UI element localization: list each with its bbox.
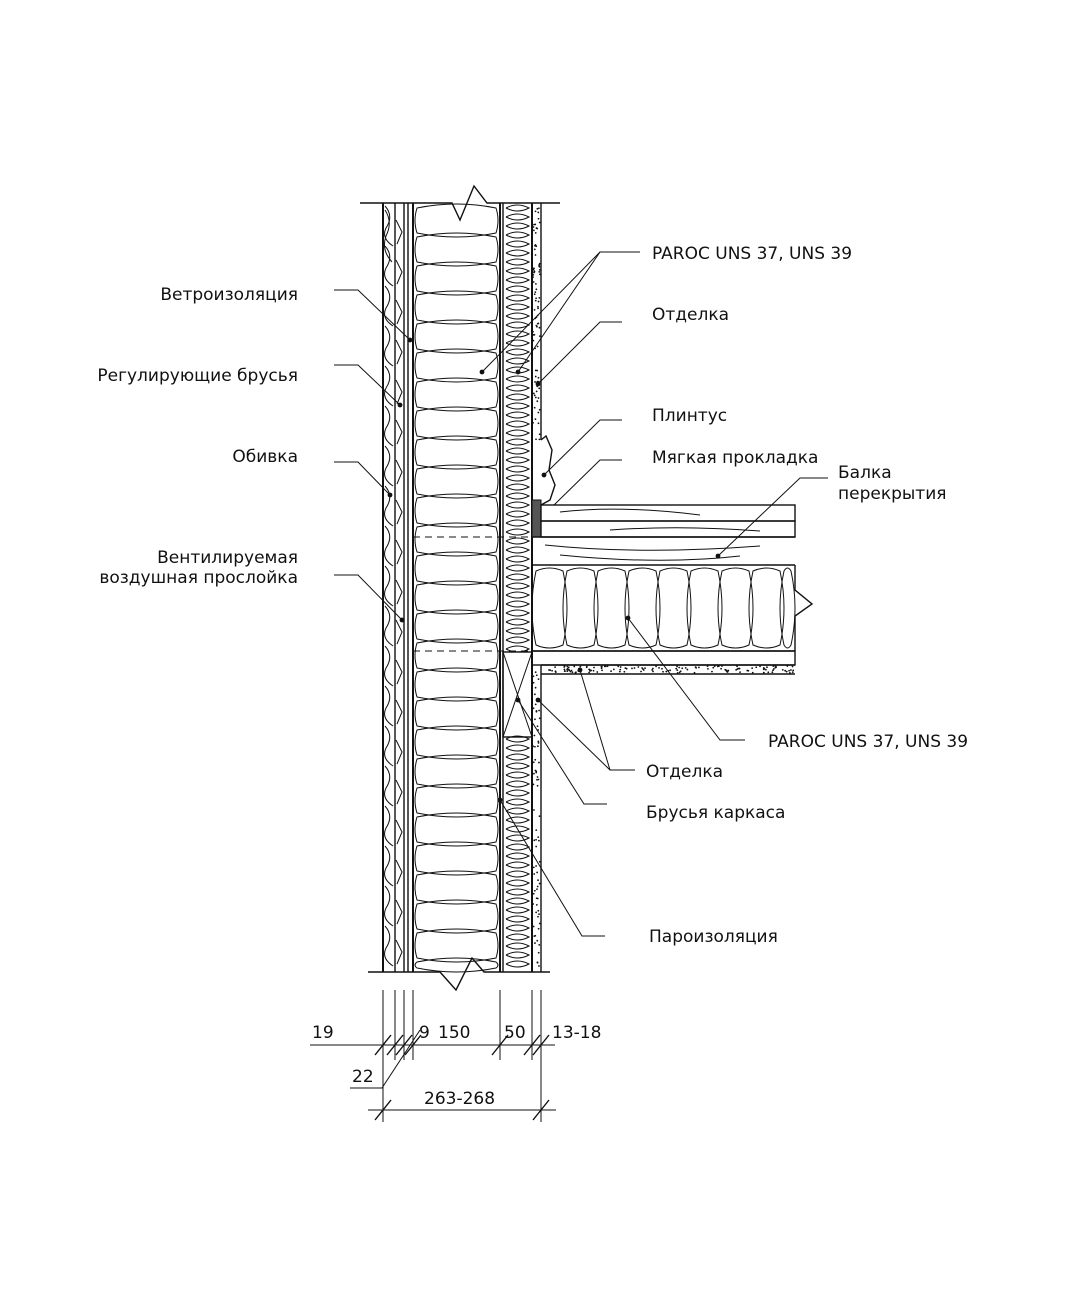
dim-13-18: 13-18 xyxy=(552,1023,601,1043)
dim-total: 263-268 xyxy=(424,1089,495,1109)
label-paroc-top: PAROC UNS 37, UNS 39 xyxy=(652,244,852,264)
leader-lines xyxy=(334,251,828,937)
floor-section xyxy=(531,434,814,675)
floor-break-line xyxy=(794,565,814,651)
dim-19: 19 xyxy=(312,1023,334,1043)
inner-insulation-50 xyxy=(502,203,533,972)
dim-50: 50 xyxy=(504,1023,526,1043)
label-battens: Регулирующие брусья xyxy=(97,366,298,386)
main-insulation-150 xyxy=(414,203,501,973)
label-beam-1: Балка xyxy=(838,463,892,483)
label-frame-studs: Брусья каркаса xyxy=(646,803,785,823)
label-finish-top: Отделка xyxy=(652,305,729,325)
dim-9: 9 xyxy=(419,1023,430,1043)
label-finish-bottom: Отделка xyxy=(646,762,723,782)
label-vent-gap-2: воздушная прослойка xyxy=(99,568,298,588)
floor-board-lower xyxy=(540,520,796,538)
frame-stud xyxy=(502,651,533,738)
label-vent-gap-1: Вентилируемая xyxy=(157,548,298,568)
label-windproof: Ветроизоляция xyxy=(160,285,298,305)
wall-section xyxy=(360,184,560,992)
cladding-grain xyxy=(384,205,403,967)
floor-beam xyxy=(532,536,795,561)
label-beam-2: перекрытия xyxy=(838,484,946,504)
label-paroc-floor: PAROC UNS 37, UNS 39 xyxy=(768,732,968,752)
label-soft-pad: Мягкая прокладка xyxy=(652,448,818,468)
soft-pad xyxy=(531,499,542,538)
left-labels: Ветроизоляция Регулирующие брусья Обивка… xyxy=(97,285,298,588)
cladding-layer xyxy=(382,203,396,972)
ceiling-finish xyxy=(531,650,796,675)
label-skirting: Плинтус xyxy=(652,406,727,426)
dim-22: 22 xyxy=(352,1067,374,1087)
floor-insulation xyxy=(531,564,796,652)
label-vapour-barrier: Пароизоляция xyxy=(649,927,778,947)
windproof-board xyxy=(407,203,414,972)
leader-dots xyxy=(387,337,721,803)
dim-150: 150 xyxy=(438,1023,470,1043)
dimension-chain: 19 22 9 150 50 13-18 263-268 xyxy=(310,990,601,1122)
bottom-break-line xyxy=(368,956,550,992)
label-cladding: Обивка xyxy=(232,447,298,467)
right-labels: PAROC UNS 37, UNS 39 Отделка Плинтус Мяг… xyxy=(646,244,968,947)
